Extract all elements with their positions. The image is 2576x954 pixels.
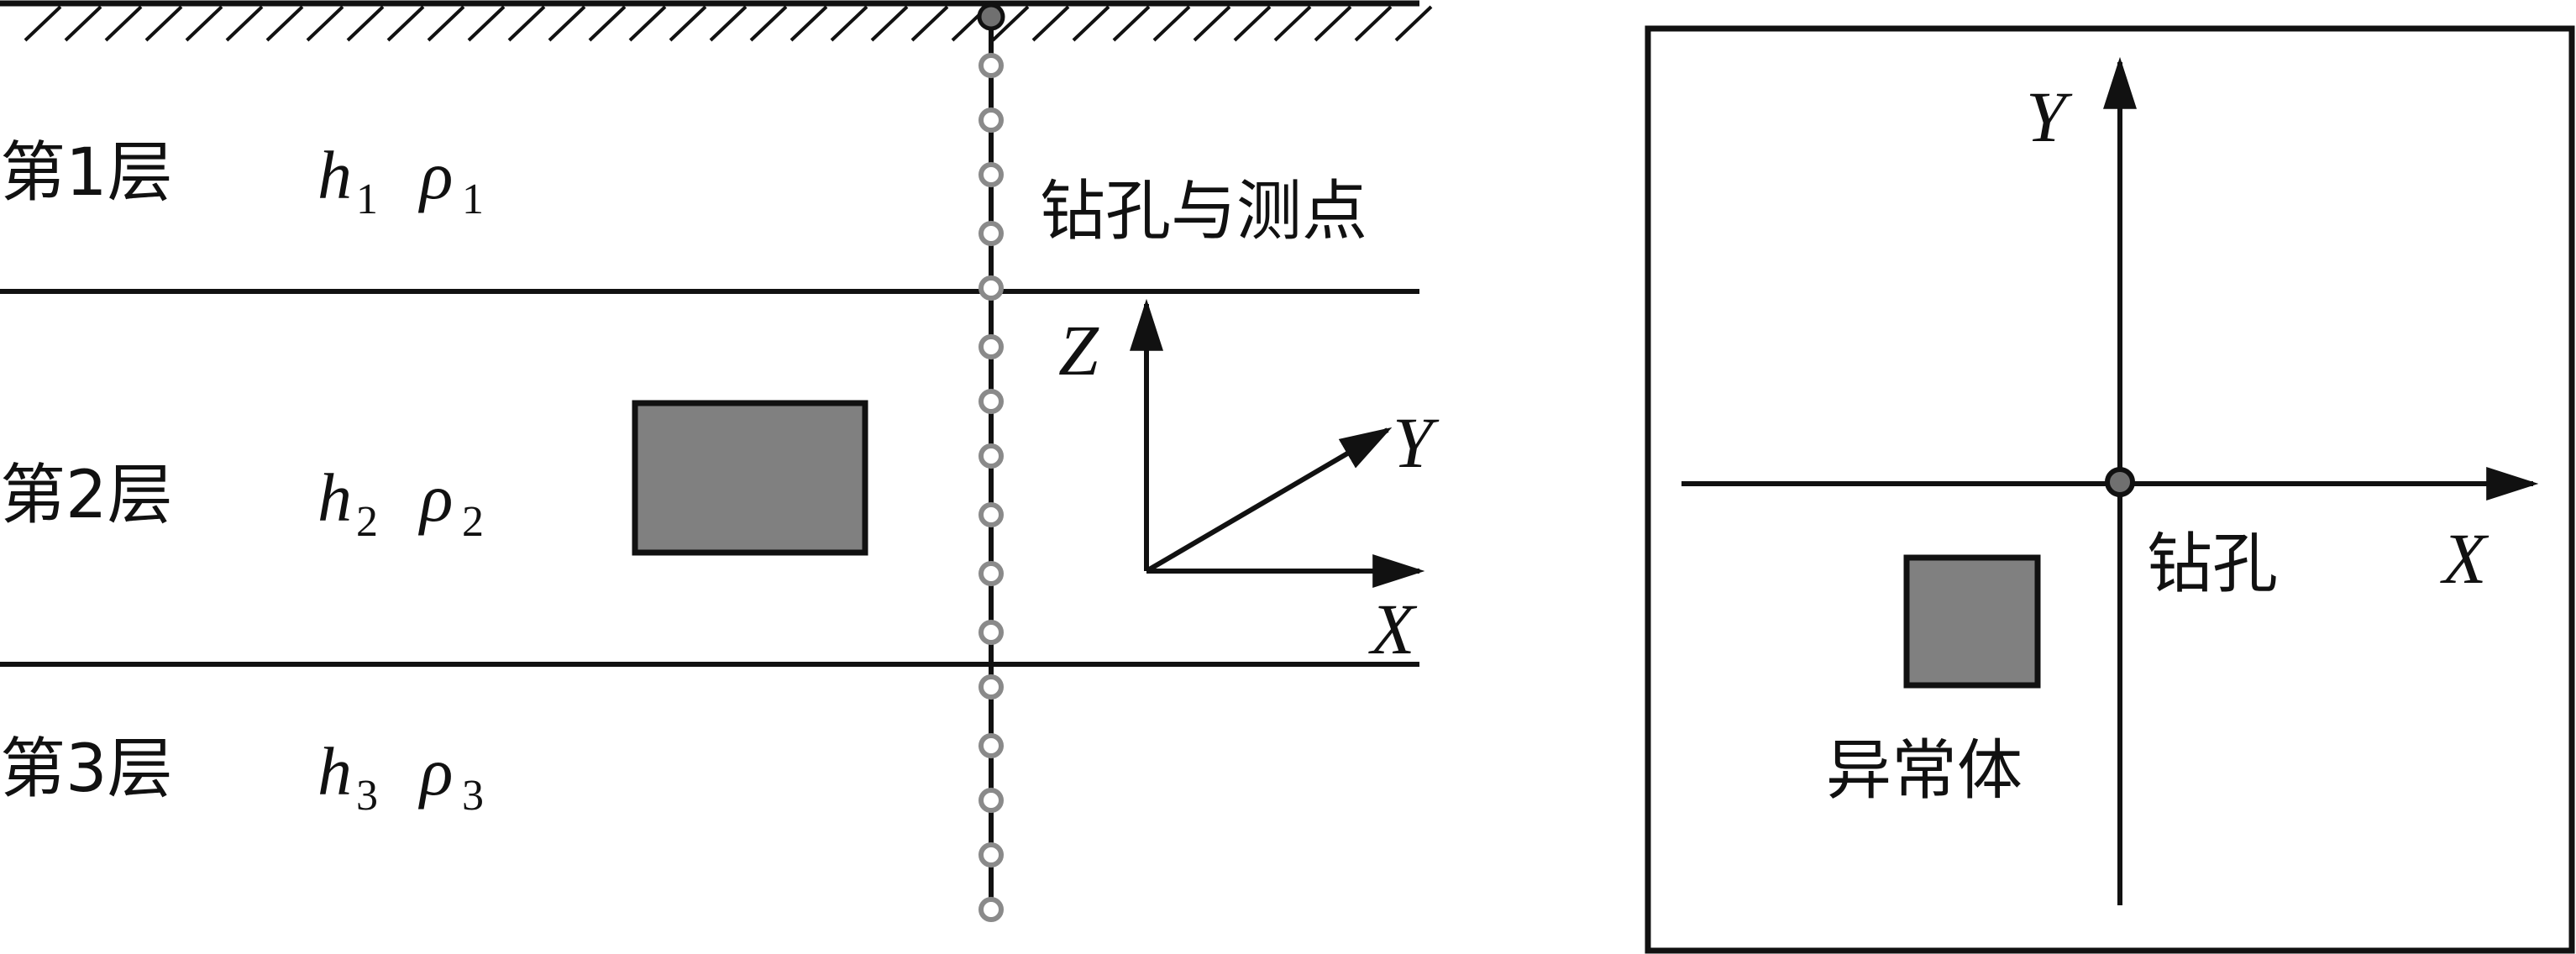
measurement-point	[978, 334, 1004, 359]
measurement-point	[978, 842, 1004, 868]
hatch-mark	[24, 5, 62, 42]
hatch-mark	[1072, 5, 1110, 42]
measurement-point	[978, 620, 1004, 645]
hatch-mark	[386, 5, 425, 42]
hatch-mark	[830, 5, 868, 42]
hatch-mark	[870, 5, 909, 42]
hatch-mark	[548, 5, 586, 42]
hatch-mark	[1112, 5, 1151, 42]
thickness-symbol: h	[317, 459, 352, 536]
y-axis	[1145, 427, 1393, 574]
resistivity-symbol: ρ	[417, 459, 453, 536]
plan-borehole-dot	[2105, 467, 2135, 497]
thickness-subscript: 1	[356, 176, 378, 223]
borehole	[977, 3, 1005, 922]
thickness-subscript: 2	[356, 498, 378, 546]
measurement-points	[978, 53, 1004, 922]
y-axis-label: Y	[1393, 402, 1440, 483]
hatch-mark	[628, 5, 667, 42]
resistivity-subscript: 1	[462, 176, 484, 223]
measurement-point	[978, 107, 1004, 133]
section-axes: Z Y X	[1058, 298, 1440, 669]
measurement-point	[978, 275, 1004, 301]
anomaly-body-section	[632, 400, 868, 556]
hatch-mark	[1354, 5, 1393, 42]
hatch-mark	[1193, 5, 1231, 42]
plan-x-axis-label: X	[2440, 518, 2489, 599]
resistivity-symbol: ρ	[417, 733, 453, 810]
layer-name: 第1层	[0, 135, 173, 211]
measurement-point	[978, 162, 1004, 187]
measurement-point	[978, 502, 1004, 527]
plan-y-axis-label: Y	[2026, 76, 2073, 157]
hatch-mark	[306, 5, 344, 42]
hatch-mark	[427, 5, 465, 42]
measurement-point	[978, 788, 1004, 813]
thickness-symbol: h	[317, 733, 352, 810]
section-view: 第1层 h 1 ρ 1 第2层 h 2 ρ 2 第3层 h 3 ρ 3 钻孔与测…	[0, 0, 1440, 922]
x-axis-label: X	[1368, 589, 1418, 669]
hatch-mark	[265, 5, 304, 42]
measurement-point	[978, 443, 1004, 469]
anomaly-label: 异常体	[1826, 733, 2023, 809]
thickness-symbol: h	[317, 137, 352, 213]
hatch-mark	[669, 5, 707, 42]
layer-label-2: 第2层 h 2 ρ 2	[0, 458, 484, 546]
hatch-mark	[588, 5, 627, 42]
hatch-mark	[144, 5, 183, 42]
borehole-points-label: 钻孔与测点	[1040, 174, 1367, 249]
resistivity-subscript: 2	[462, 498, 484, 546]
hatch-mark	[507, 5, 546, 42]
measurement-point	[978, 561, 1004, 586]
measurement-point	[978, 897, 1004, 922]
measurement-point	[978, 53, 1004, 78]
hatch-mark	[991, 5, 1030, 42]
ground-surface	[0, 0, 1433, 42]
hatch-mark	[910, 5, 949, 42]
measurement-point	[978, 733, 1004, 758]
resistivity-symbol: ρ	[417, 137, 453, 213]
hatch-mark	[104, 5, 143, 42]
measurement-point	[978, 389, 1004, 414]
layer-name: 第3层	[0, 731, 173, 807]
hatch-mark	[1152, 5, 1191, 42]
hatch-mark	[1314, 5, 1352, 42]
hatch-mark	[64, 5, 102, 42]
plan-frame	[1645, 25, 2575, 954]
hatch-mark	[346, 5, 385, 42]
borehole-top-dot	[977, 3, 1005, 31]
hatch-mark	[1273, 5, 1312, 42]
anomaly-body-plan	[1903, 554, 2041, 689]
layer-label-1: 第1层 h 1 ρ 1	[0, 135, 484, 223]
hatch-mark	[709, 5, 748, 42]
plan-borehole-label: 钻孔	[2147, 527, 2278, 602]
resistivity-subscript: 3	[462, 772, 484, 820]
measurement-point	[978, 221, 1004, 246]
layer-label-3: 第3层 h 3 ρ 3	[0, 731, 484, 820]
measurement-point	[978, 674, 1004, 700]
hatch-mark	[1031, 5, 1070, 42]
hatch-mark	[185, 5, 223, 42]
hatch-mark	[1394, 5, 1433, 42]
z-axis-label: Z	[1058, 310, 1099, 391]
hatch-mark	[467, 5, 506, 42]
hatch-mark	[749, 5, 788, 42]
hatch-mark	[225, 5, 264, 42]
thickness-subscript: 3	[356, 772, 378, 820]
layer-name: 第2层	[0, 458, 173, 533]
hatch-mark	[790, 5, 828, 42]
plan-view: Y X 钻孔 异常体	[1645, 25, 2575, 954]
hatch-mark	[1233, 5, 1272, 42]
